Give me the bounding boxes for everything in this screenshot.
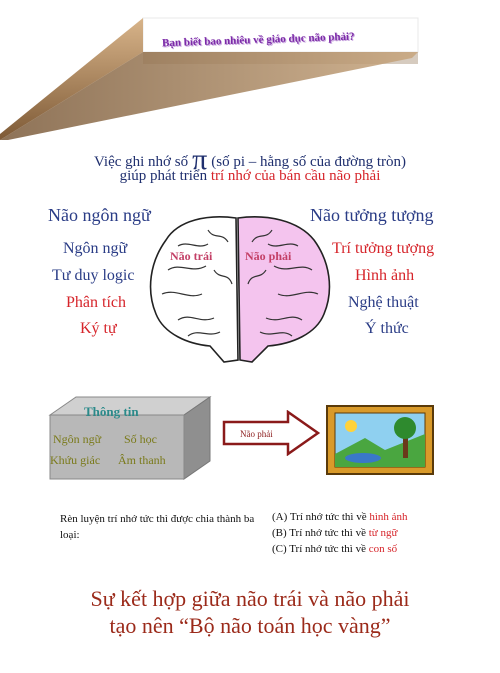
banner-graphic bbox=[0, 17, 419, 140]
intro-text-2: giúp phát triển bbox=[119, 168, 208, 184]
right-brain-header: Não tưởng tượng bbox=[310, 205, 434, 225]
conclusion-line-2: tạo nên “Bộ não toán học vàng” bbox=[109, 613, 391, 638]
info-cell: Khứu giác bbox=[50, 453, 101, 467]
brain-illustration bbox=[149, 216, 331, 363]
brain-right-label: Não phải bbox=[245, 249, 292, 263]
memory-type-highlight: từ ngữ bbox=[368, 527, 398, 539]
intro-line-2: giúp phát triển trí nhớ của bán cầu não … bbox=[0, 168, 500, 185]
intro-pi-note: (số pi – hằng số của đường tròn) bbox=[211, 154, 407, 170]
memory-type-prefix: (C) Trí nhớ tức thì về bbox=[272, 543, 366, 555]
memory-type-prefix: (B) Trí nhớ tức thì về bbox=[272, 527, 366, 539]
left-brain-item: Ký tự bbox=[80, 320, 117, 337]
brain-left-label: Não trái bbox=[170, 249, 213, 263]
arrow-label: Não phải bbox=[240, 429, 273, 439]
memory-type-prefix: (A) Trí nhớ tức thì về bbox=[272, 511, 367, 523]
info-cell: Số học bbox=[124, 432, 157, 446]
memory-type-c: (C) Trí nhớ tức thì về con số bbox=[272, 543, 397, 555]
memory-type-highlight: con số bbox=[368, 543, 398, 555]
memory-type-b: (B) Trí nhớ tức thì về từ ngữ bbox=[272, 527, 397, 539]
intro-text: Việc ghi nhớ số bbox=[93, 154, 189, 170]
memory-intro: Rèn luyện trí nhớ tức thì được chia thàn… bbox=[60, 513, 255, 541]
intro-highlight: trí nhớ của bán cầu não phải bbox=[210, 168, 381, 184]
memory-type-highlight: hình ảnh bbox=[369, 511, 408, 523]
info-cell: Ngôn ngữ bbox=[53, 432, 102, 446]
info-box-title: Thông tin bbox=[84, 404, 139, 419]
left-brain-header: Não ngôn ngữ bbox=[48, 205, 151, 225]
right-brain-item: Hình ảnh bbox=[355, 267, 415, 284]
memory-type-a: (A) Trí nhớ tức thì về hình ảnh bbox=[272, 511, 408, 523]
conclusion-line-1: Sự kết hợp giữa não trái và não phải bbox=[90, 586, 410, 611]
right-brain-item: Trí tưởng tượng bbox=[332, 240, 435, 257]
right-brain-item: Ý thức bbox=[365, 320, 409, 337]
pi-symbol: π bbox=[192, 143, 208, 176]
arrow-icon bbox=[222, 410, 321, 456]
left-brain-item: Ngôn ngữ bbox=[63, 240, 128, 257]
left-brain-item: Phân tích bbox=[66, 294, 126, 311]
left-brain-item: Tư duy logic bbox=[52, 267, 135, 284]
right-brain-item: Nghệ thuật bbox=[348, 294, 419, 311]
framed-picture-icon bbox=[326, 405, 434, 475]
info-cell: Âm thanh bbox=[118, 453, 166, 467]
info-box-graphic bbox=[48, 396, 212, 480]
